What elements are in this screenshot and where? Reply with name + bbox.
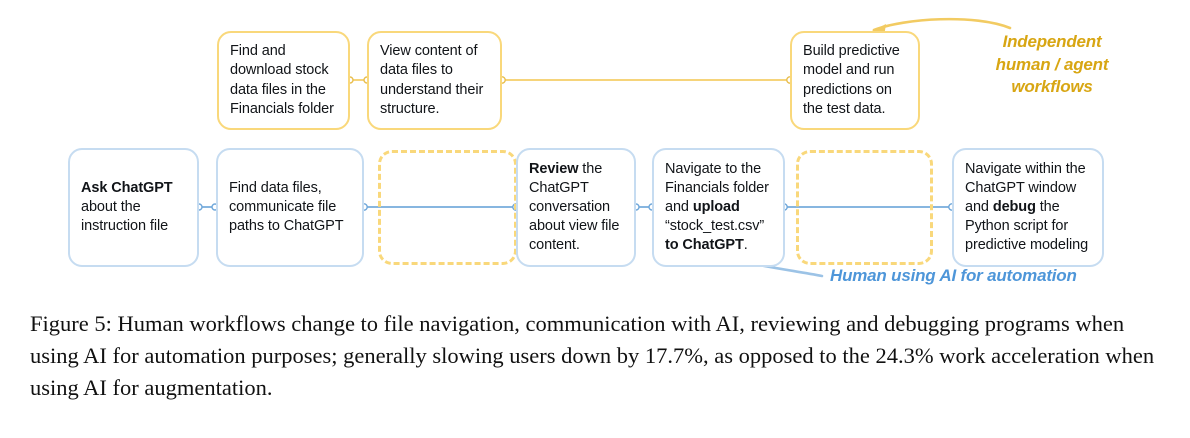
node-label-bold: Review [529, 160, 579, 177]
node-label-bold-to-chatgpt: to ChatGPT [665, 237, 744, 254]
node-label: about the instruction file [81, 198, 169, 235]
node-label: Build predictive model and run predictio… [803, 43, 900, 117]
node-label-bold-upload: upload [692, 198, 740, 215]
annotation-independent-workflows: Independent human / agent workflows [962, 31, 1142, 99]
node-navigate-upload-stock-test[interactable]: Navigate to the Financials folder and up… [652, 148, 785, 267]
node-label: Find data files, communicate file paths … [229, 179, 344, 235]
node-view-content-data-files[interactable]: View content of data files to understand… [367, 31, 502, 130]
annotation-human-using-ai: Human using AI for automation [830, 265, 1160, 288]
node-build-predictive-model[interactable]: Build predictive model and run predictio… [790, 31, 920, 130]
node-placeholder-2[interactable] [796, 150, 933, 265]
annotation-line-3: workflows [1011, 77, 1093, 97]
node-label: the ChatGPT conversation about view file… [529, 160, 620, 254]
node-label: Find and download stock data files in th… [230, 43, 334, 117]
node-label: View content of data files to understand… [380, 43, 484, 117]
node-review-chatgpt-conversation[interactable]: Review the ChatGPT conversation about vi… [516, 148, 636, 267]
node-label-bold: Ask ChatGPT [81, 179, 173, 196]
node-find-download-stock-data[interactable]: Find and download stock data files in th… [217, 31, 350, 130]
workflow-diagram: Find and download stock data files in th… [68, 17, 1160, 288]
node-navigate-debug-python[interactable]: Navigate within the ChatGPT window and d… [952, 148, 1104, 267]
node-ask-chatgpt-instruction-file[interactable]: Ask ChatGPT about the instruction file [68, 148, 199, 267]
node-placeholder-1[interactable] [378, 150, 517, 265]
annotation-line-1: Independent [1002, 32, 1102, 51]
figure-caption: Figure 5: Human workflows change to file… [30, 311, 1155, 400]
annotation-text: Human using AI for automation [830, 266, 1077, 285]
annotation-line-2: human / agent [995, 54, 1109, 74]
curved-arrow-gold-icon [872, 17, 1012, 32]
node-label-bold-debug: debug [992, 198, 1036, 215]
node-find-data-files-communicate[interactable]: Find data files, communicate file paths … [216, 148, 364, 267]
